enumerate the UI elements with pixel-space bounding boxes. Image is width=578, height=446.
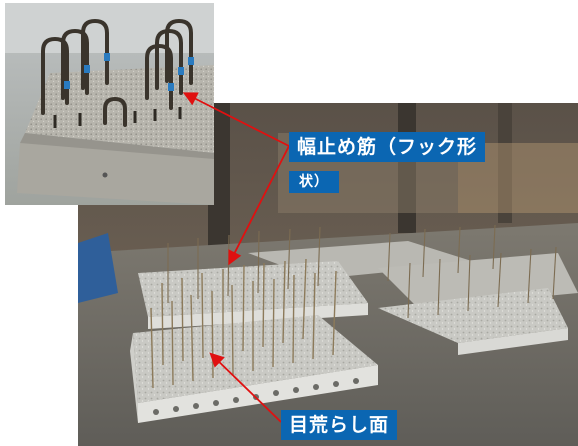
inset-photo-drawing bbox=[5, 3, 214, 205]
rough-surface-label: 目荒らし面 bbox=[281, 410, 398, 440]
hook-bar-label-continued: 状） bbox=[289, 171, 339, 193]
arrow-to-inset-hook bbox=[182, 92, 290, 147]
inset-photo-hook-bars bbox=[5, 3, 214, 205]
arrow-to-main-hook bbox=[228, 145, 290, 266]
arrow-to-rough-surface bbox=[209, 352, 282, 423]
hook-bar-label: 幅止め筋（フック形 bbox=[289, 132, 486, 162]
